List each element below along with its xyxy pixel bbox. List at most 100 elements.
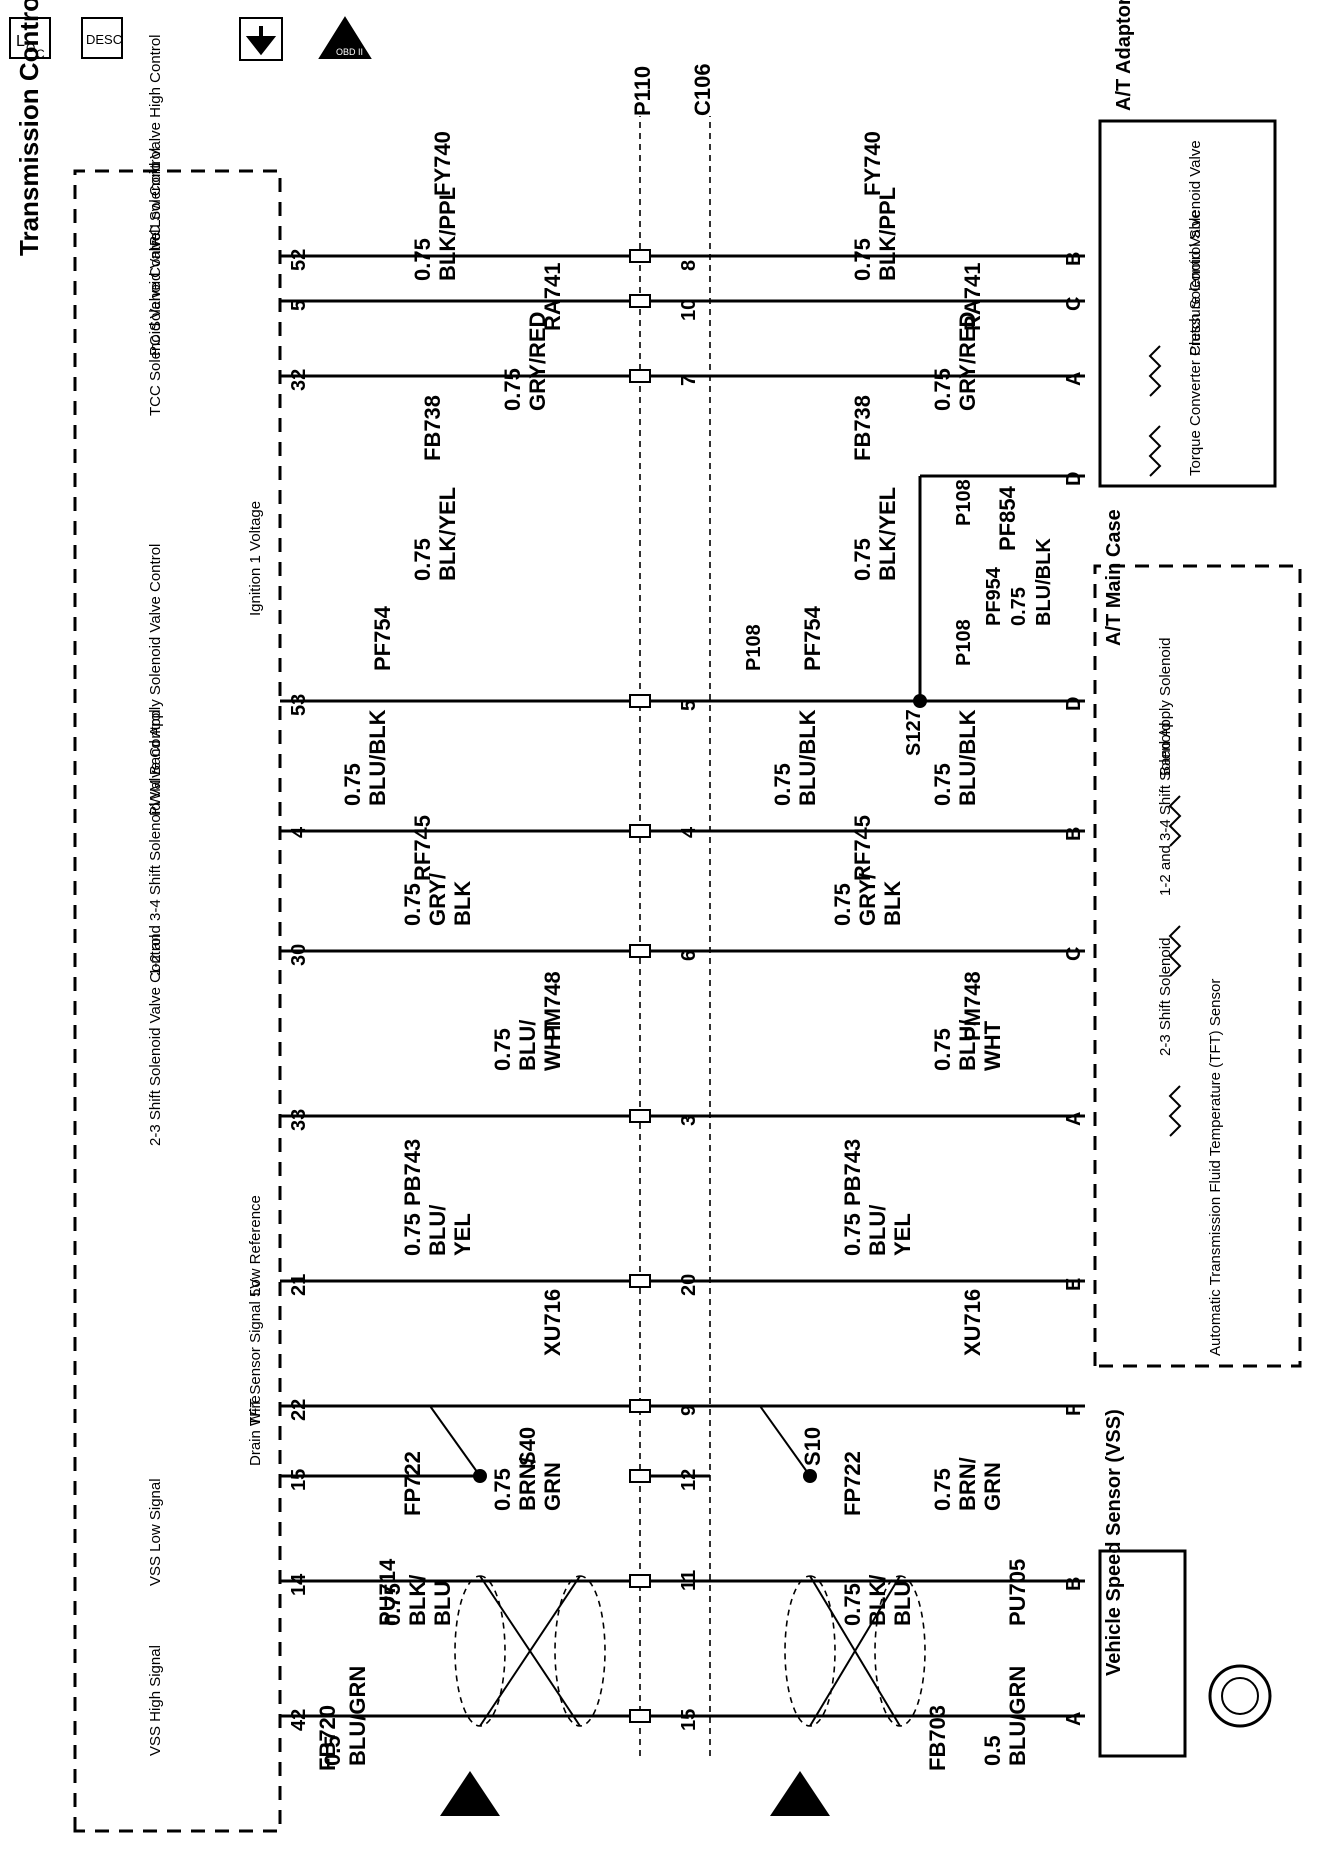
svg-text:FP722: FP722 [400, 1451, 425, 1516]
svg-text:A: A [1063, 1712, 1085, 1726]
svg-text:D: D [1063, 697, 1085, 711]
svg-text:7: 7 [678, 375, 700, 386]
svg-text:42: 42 [288, 1709, 310, 1731]
svg-text:GRN: GRN [540, 1462, 565, 1511]
svg-text:RA741: RA741 [540, 263, 565, 331]
svg-text:BRN/: BRN/ [515, 1457, 540, 1511]
svg-text:0.75: 0.75 [340, 763, 365, 806]
svg-text:BLK/PPL: BLK/PPL [875, 187, 900, 281]
svg-text:WHT: WHT [980, 1020, 1005, 1071]
svg-text:Ignition 1 Voltage: Ignition 1 Voltage [247, 501, 264, 616]
svg-text:BLU: BLU [430, 1581, 455, 1626]
vss-box [1098, 1549, 1187, 1758]
svg-text:BLU/BLK: BLU/BLK [1033, 538, 1055, 626]
svg-text:0.75: 0.75 [380, 1583, 405, 1626]
connector-pins [629, 249, 651, 1723]
vss-label: Vehicle Speed Sensor (VSS) [1103, 1409, 1125, 1676]
solenoid-coils [1148, 345, 1182, 1137]
svg-text:15: 15 [678, 1709, 700, 1731]
component-pin-letters: B C A D D B C A E F B A [1063, 252, 1085, 1726]
svg-text:BLU: BLU [890, 1581, 915, 1626]
svg-text:0.5: 0.5 [320, 1735, 345, 1766]
svg-text:FY740: FY740 [860, 131, 885, 196]
twisted-pair-shield-tcm [454, 1575, 606, 1727]
svg-text:B: B [1063, 827, 1085, 841]
svg-text:YEL: YEL [890, 1213, 915, 1256]
svg-text:A: A [1063, 1112, 1085, 1126]
svg-text:14: 14 [288, 1573, 310, 1596]
tft-sensor-label: Automatic Transmission Fluid Temperature… [1207, 979, 1224, 1356]
svg-text:PB743: PB743 [840, 1139, 865, 1206]
svg-text:RA741: RA741 [960, 263, 985, 331]
arrow-down-icon[interactable] [239, 17, 283, 61]
svg-text:0.75: 0.75 [490, 1028, 515, 1071]
svg-text:0.75: 0.75 [930, 763, 955, 806]
svg-text:A: A [1063, 372, 1085, 386]
svg-text:YEL: YEL [450, 1213, 475, 1256]
svg-text:BLU/: BLU/ [955, 1020, 980, 1071]
svg-text:TCC Solenoid Valve Control: TCC Solenoid Valve Control [147, 230, 164, 416]
svg-text:BLK/YEL: BLK/YEL [435, 487, 460, 581]
svg-text:Low Reference: Low Reference [247, 1195, 264, 1296]
svg-text:22: 22 [288, 1399, 310, 1421]
s10-label: S10 [800, 1427, 825, 1466]
svg-text:RF745: RF745 [850, 815, 875, 881]
svg-text:PB743: PB743 [400, 1139, 425, 1206]
svg-text:PF754: PF754 [370, 605, 395, 671]
tcm-boundary [73, 169, 282, 1833]
svg-text:VSS Low Signal: VSS Low Signal [147, 1478, 164, 1586]
svg-text:21: 21 [288, 1274, 310, 1296]
svg-text:RF745: RF745 [410, 815, 435, 881]
svg-text:C: C [1063, 947, 1085, 961]
svg-text:GRY/RED: GRY/RED [955, 312, 980, 411]
svg-text:1-2 and 3-4 Shift Solenoid Val: 1-2 and 3-4 Shift Solenoid Valve Control [147, 709, 164, 976]
svg-text:TFT Sensor Signal 5V: TFT Sensor Signal 5V [247, 1279, 264, 1426]
svg-text:BLU/GRN: BLU/GRN [1005, 1666, 1030, 1766]
svg-text:0.75: 0.75 [930, 1468, 955, 1511]
p110-label: P110 [630, 66, 655, 116]
svg-text:15: 15 [288, 1469, 310, 1491]
svg-text:BLK/PPL: BLK/PPL [435, 187, 460, 281]
svg-text:0.75: 0.75 [1008, 587, 1030, 626]
caution-icon [770, 1771, 830, 1816]
loc-icon[interactable]: L O C [9, 17, 51, 61]
svg-text:P108: P108 [953, 619, 975, 666]
svg-text:12: 12 [678, 1469, 700, 1491]
adaptor-case-box [1098, 119, 1277, 488]
svg-text:0.75: 0.75 [850, 238, 875, 281]
left-circuit-labels: FY740 0.75 BLK/PPL RA741 0.75 GRY/RED FB… [315, 131, 565, 1771]
svg-text:BLU/BLK: BLU/BLK [955, 709, 980, 806]
desc-icon[interactable]: DESC [81, 17, 123, 59]
svg-text:D: D [1063, 472, 1085, 486]
svg-text:PU714: PU714 [375, 1558, 400, 1626]
svg-text:WHT: WHT [540, 1020, 565, 1071]
wires [280, 254, 1085, 1718]
svg-text:PU705: PU705 [1005, 1559, 1030, 1626]
svg-text:S127: S127 [903, 709, 925, 756]
svg-text:Drain Wire: Drain Wire [247, 1395, 264, 1466]
pc-solenoid-label: Pressure Control Solenoid Valve [1187, 140, 1204, 356]
c106-label: C106 [690, 63, 715, 116]
s40-label: S40 [515, 1427, 540, 1466]
caution-icon [440, 1771, 500, 1816]
svg-text:VSS High Signal: VSS High Signal [147, 1645, 164, 1756]
s127-splice [913, 694, 927, 708]
svg-text:PWM Band Apply Solenoid Valve: PWM Band Apply Solenoid Valve Control [147, 544, 164, 816]
svg-text:FB738: FB738 [420, 395, 445, 461]
svg-text:PM748: PM748 [960, 971, 985, 1041]
svg-text:6: 6 [678, 950, 700, 961]
svg-text:PC Solenoid Valve Low Control: PC Solenoid Valve Low Control [147, 148, 164, 356]
svg-text:C: C [36, 47, 45, 61]
svg-text:XU716: XU716 [960, 1289, 985, 1356]
svg-text:PM748: PM748 [540, 971, 565, 1041]
svg-text:53: 53 [288, 694, 310, 716]
svg-text:8: 8 [678, 260, 700, 271]
svg-text:FB720: FB720 [315, 1705, 340, 1771]
svg-text:0.75: 0.75 [400, 883, 425, 926]
svg-text:FY740: FY740 [430, 131, 455, 196]
svg-text:BLK: BLK [880, 881, 905, 926]
svg-text:10: 10 [678, 299, 700, 321]
obd2-icon[interactable]: OBD II [318, 16, 372, 59]
svg-text:20: 20 [678, 1274, 700, 1296]
svg-text:0.75: 0.75 [410, 538, 435, 581]
